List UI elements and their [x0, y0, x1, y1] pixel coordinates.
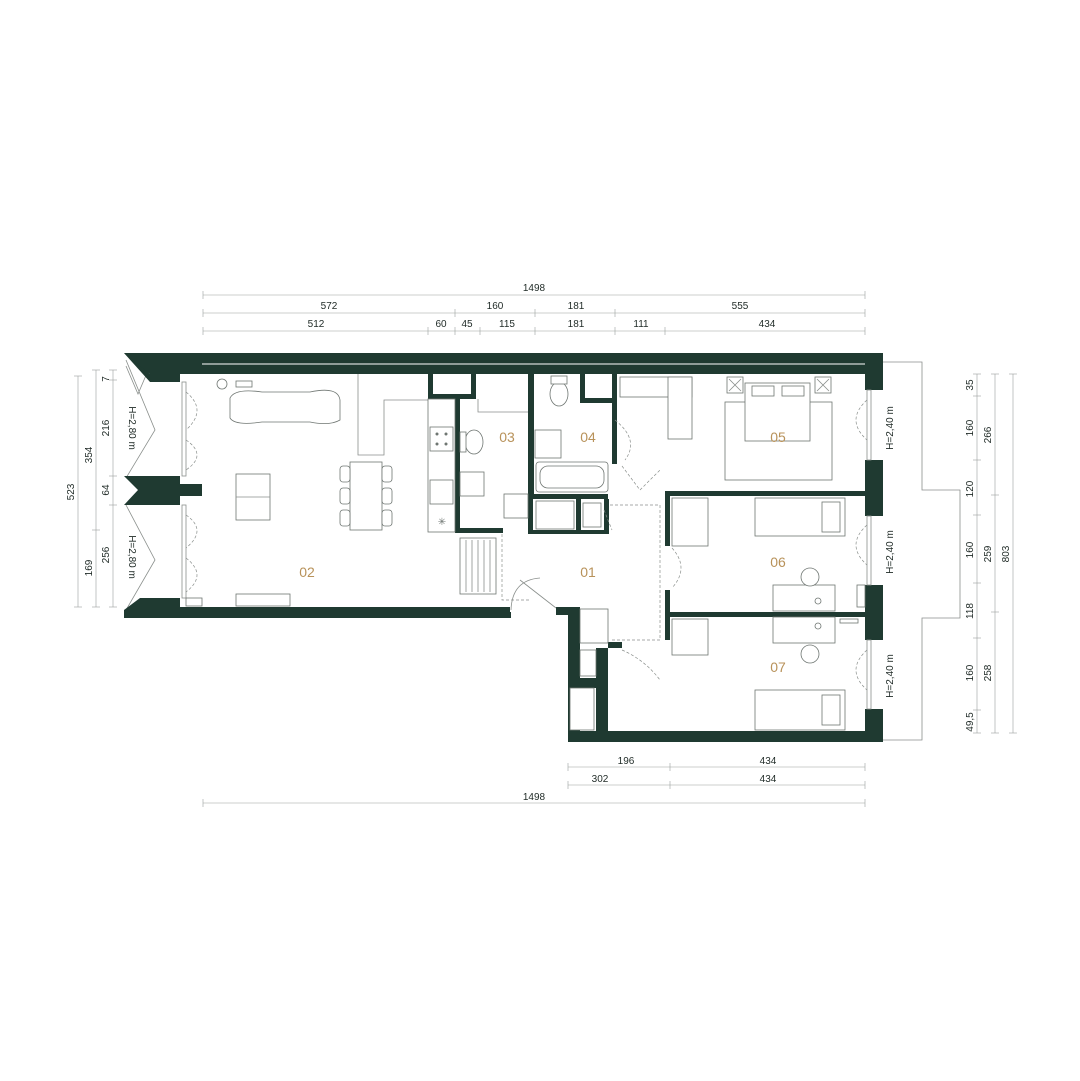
height-right-06: H=2,40 m [885, 530, 896, 574]
dimension-lines-left: 523 354 169 7 216 64 256 [66, 369, 117, 608]
washbasin-icon [459, 471, 485, 497]
dim-top-row2-2: 160 [487, 301, 504, 312]
dimension-lines-top: 1498 572 160 181 555 512 60 45 115 181 1… [202, 283, 866, 335]
dim-left-outer: 523 [66, 483, 77, 500]
dim-top-row3-6: 111 [633, 319, 649, 330]
wall-right-mid1 [865, 460, 883, 516]
balcony-right [883, 361, 961, 741]
room-label-05: 05 [770, 429, 786, 445]
wall-left-pier-bottom [124, 598, 180, 618]
dim-left-mid-2: 169 [84, 559, 95, 576]
dim-top-row2-3: 181 [568, 301, 585, 312]
dim-top-total: 1498 [523, 283, 546, 294]
dim-right-inner-4: 160 [965, 541, 976, 558]
room-labels: 01 02 03 04 05 06 07 [299, 429, 786, 675]
room-label-07: 07 [770, 659, 786, 675]
lamp-icon [216, 378, 228, 390]
kitchen-counter [427, 398, 456, 533]
wall-left-pier-top [124, 353, 180, 382]
wardrobe-icon [671, 618, 709, 656]
dim-right-mid-1: 266 [983, 426, 994, 443]
dim-right-outer: 803 [1001, 545, 1012, 562]
wardrobe-icon [671, 497, 709, 547]
dim-right-inner-2: 160 [965, 419, 976, 436]
desk-icon [772, 584, 836, 612]
dim-left-mid-1: 354 [84, 446, 95, 463]
windows [181, 381, 872, 710]
height-left-bottom: H=2,80 m [126, 535, 137, 579]
height-right-07: H=2,40 m [885, 654, 896, 698]
wall-05-06 [665, 491, 880, 496]
sink-icon [429, 479, 454, 505]
room-label-02: 02 [299, 564, 315, 580]
dim-top-row3-1: 512 [308, 319, 325, 330]
walls [124, 353, 883, 742]
room-label-06: 06 [770, 554, 786, 570]
dim-right-inner-1: 35 [965, 379, 976, 391]
dim-top-row3-2: 60 [435, 319, 447, 330]
room-label-03: 03 [499, 429, 515, 445]
tv-unit-icon [235, 593, 291, 607]
dim-bottom-total: 1498 [523, 792, 546, 803]
dim-bottom-row2-1: 302 [592, 774, 609, 785]
dim-left-inner-1: 7 [101, 376, 112, 382]
toilet-icon [464, 429, 484, 455]
dining-table-icon [349, 461, 383, 531]
dim-left-inner-4: 256 [101, 546, 112, 563]
dim-right-mid-3: 258 [983, 664, 994, 681]
dim-left-inner-3: 64 [101, 484, 112, 496]
stove-icon [429, 426, 454, 452]
wall-left-pier-mid [124, 476, 180, 505]
dim-bottom-row1-2: 434 [760, 756, 777, 767]
dim-top-row3-4: 115 [499, 319, 515, 330]
room-label-04: 04 [580, 429, 596, 445]
wall-bottom-bedrooms [568, 731, 883, 742]
dim-right-inner-6: 160 [965, 664, 976, 681]
furniture-baths [459, 375, 609, 731]
dim-left-inner-2: 216 [101, 419, 112, 436]
height-right-05: H=2,40 m [885, 406, 896, 450]
dim-bottom-row1-1: 196 [618, 756, 635, 767]
wall-right-top [865, 353, 883, 390]
dim-bottom-row2-2: 434 [760, 774, 777, 785]
dim-top-row3-3: 45 [461, 319, 473, 330]
svg-text:✳: ✳ [438, 517, 446, 528]
dim-top-row2-4: 555 [732, 301, 749, 312]
doors [501, 419, 682, 681]
dim-top-row3-7: 434 [759, 319, 776, 330]
dim-top-row3-5: 181 [568, 319, 585, 330]
dim-right-inner-3: 120 [965, 480, 976, 497]
dim-top-row2-1: 572 [321, 301, 338, 312]
dim-right-mid-2: 259 [983, 545, 994, 562]
desk-icon [772, 616, 836, 644]
wall-bottom-living [180, 607, 510, 618]
dimension-lines-bottom: 196 434 302 434 1498 [202, 756, 866, 807]
height-left-top: H=2,80 m [126, 406, 137, 450]
furniture-bedrooms [459, 376, 866, 731]
wall-06-07 [665, 612, 880, 617]
sofa-icon [229, 389, 341, 424]
dimension-lines-right: 35 160 120 160 118 160 49,5 266 259 258 … [965, 373, 1017, 734]
ceiling-heights: H=2,80 m H=2,80 m H=2,40 m H=2,40 m H=2,… [126, 406, 896, 698]
toilet-icon [549, 381, 569, 407]
dim-right-inner-7: 49,5 [965, 712, 976, 732]
furniture-living: ✳ [185, 374, 456, 607]
room-label-01: 01 [580, 564, 596, 580]
dim-right-inner-5: 118 [965, 603, 976, 619]
